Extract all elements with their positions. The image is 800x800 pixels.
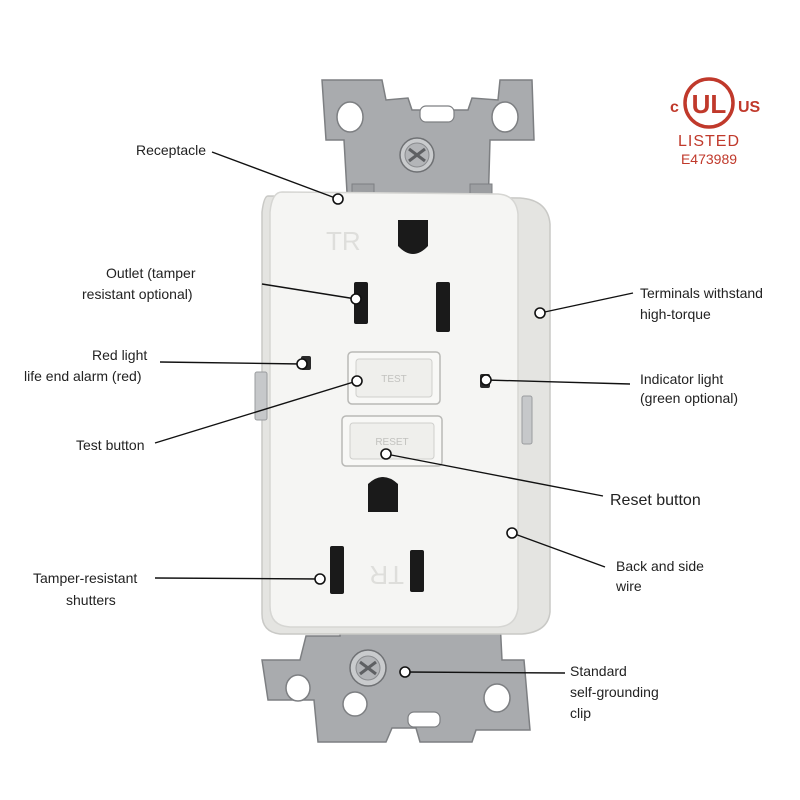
callout-dot-terminals — [534, 307, 546, 319]
side-terminal — [254, 371, 268, 421]
reset-button[interactable]: RESET — [341, 415, 443, 467]
label-indicator-line2: (green optional) — [640, 390, 738, 406]
leader-lines — [154, 151, 634, 674]
label-grounding-line3: clip — [570, 705, 591, 721]
grounding-screw — [349, 649, 387, 687]
mounting-screw-top — [399, 137, 435, 173]
callout-dot-indicator — [480, 374, 492, 386]
outlet-slot-neutral-bottom — [410, 550, 424, 592]
ul-listed-mark: c UL US LISTED E473989 — [670, 77, 761, 167]
label-red-light-line2: life end alarm (red) — [24, 368, 142, 384]
label-outlet-line1: Outlet (tamper — [106, 265, 196, 281]
top-mounting-strap — [321, 79, 535, 211]
label-receptacle: Receptacle — [136, 142, 206, 158]
strap-hole — [342, 691, 368, 717]
callout-dot-red-light — [296, 358, 308, 370]
strap-slot — [407, 711, 441, 728]
test-button-mark: TEST — [381, 374, 407, 385]
strap-hole — [483, 683, 511, 713]
side-terminal — [521, 395, 533, 445]
label-outlet-line2: resistant optional) — [82, 286, 193, 302]
ground-hole-bottom — [368, 477, 398, 512]
label-grounding-line1: Standard — [570, 663, 627, 679]
callout-dot-receptacle — [332, 193, 344, 205]
label-back-side-line2: wire — [615, 578, 642, 594]
callout-dot-grounding-clip — [399, 666, 411, 678]
strap-hole — [491, 101, 519, 133]
test-button[interactable]: TEST — [347, 351, 441, 405]
outlet-slot-neutral-top — [354, 282, 368, 324]
label-red-light-line1: Red light — [92, 347, 147, 363]
strap-hole — [285, 674, 311, 702]
callout-dot-reset-button — [380, 448, 392, 460]
outlet-slot-hot-bottom — [330, 546, 344, 594]
callout-dot-outlet — [350, 293, 362, 305]
receptacle-body: TR TR TEST RESET — [254, 191, 551, 635]
label-indicator-line1: Indicator light — [640, 371, 723, 387]
label-tamper-line1: Tamper-resistant — [33, 570, 137, 586]
label-test-button: Test button — [76, 437, 145, 453]
ul-circle — [683, 77, 735, 129]
label-tamper-line2: shutters — [66, 592, 116, 608]
label-grounding-line2: self-grounding — [570, 684, 659, 700]
ul-file-number: E473989 — [681, 151, 737, 167]
label-terminals-line2: high-torque — [640, 306, 711, 322]
tr-mark-bottom: TR — [369, 560, 404, 590]
ul-letters: UL — [692, 89, 727, 119]
callout-dots — [296, 193, 546, 678]
ul-listed-text: LISTED — [678, 133, 740, 150]
reset-button-mark: RESET — [375, 437, 408, 448]
ground-hole-top — [398, 220, 428, 254]
callout-labels: Receptacle Outlet (tamper resistant opti… — [24, 142, 763, 721]
ul-c-letter: c — [670, 99, 679, 116]
label-reset-button: Reset button — [610, 492, 701, 509]
callout-dot-test-button — [351, 375, 363, 387]
strap-slot — [419, 105, 455, 123]
callout-dot-tamper-shutters — [314, 573, 326, 585]
outlet-slot-hot-top — [436, 282, 450, 332]
callout-dot-back-side-wire — [506, 527, 518, 539]
ul-us-letters: US — [738, 99, 761, 116]
tr-mark-top: TR — [326, 226, 361, 256]
label-back-side-line1: Back and side — [616, 558, 704, 574]
strap-hole — [336, 101, 364, 133]
bottom-mounting-strap — [261, 619, 531, 743]
label-terminals-line1: Terminals withstand — [640, 285, 763, 301]
